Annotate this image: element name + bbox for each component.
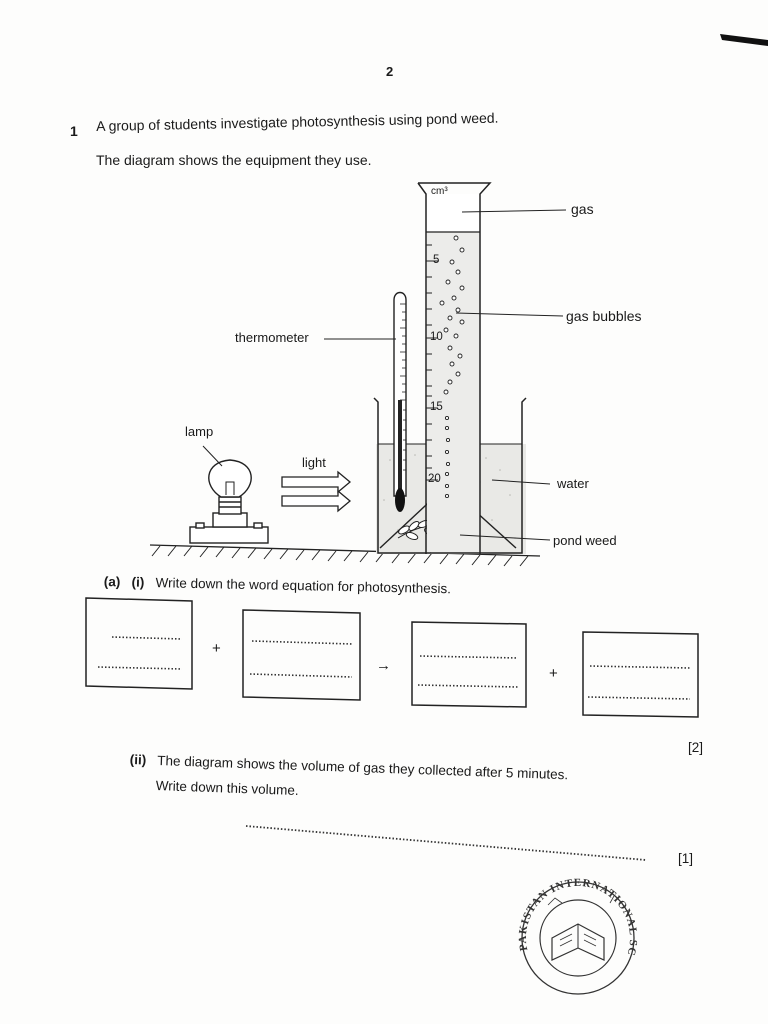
equation-arrow: → — [376, 657, 391, 674]
label-thermometer: thermometer — [235, 330, 309, 345]
label-leader-lines — [324, 209, 567, 541]
answer-boxes — [85, 597, 699, 718]
lamp-icon — [189, 459, 269, 544]
equation-plus-2: + — [549, 665, 558, 682]
scale-label-20: 20 — [428, 473, 441, 485]
label-lamp: lamp — [185, 424, 214, 439]
marks-a-i: [2] — [688, 740, 704, 755]
answer-dotted-lines — [97, 636, 691, 700]
measuring-cylinder — [417, 182, 492, 554]
label-gas: gas — [571, 201, 594, 217]
marks-a-ii: [1] — [678, 851, 694, 866]
equation-plus-1: + — [212, 640, 221, 657]
light-arrows — [281, 470, 352, 513]
scale-label-15: 15 — [430, 401, 443, 413]
part-a-label: (a) — [103, 574, 121, 590]
question-intro: The diagram shows the equipment they use… — [96, 152, 372, 168]
label-light: light — [302, 455, 326, 470]
thermometer-icon — [393, 291, 407, 512]
question-number: 1 — [70, 123, 78, 139]
scale-label-5: 5 — [433, 254, 440, 266]
part-ii-label: (ii) — [129, 752, 147, 768]
answer-line-ii — [245, 825, 647, 861]
scale-label-10: 10 — [430, 331, 443, 343]
bench — [149, 544, 541, 567]
part-i-label: (i) — [131, 574, 145, 590]
page-number: 2 — [386, 64, 394, 79]
label-gas-bubbles: gas bubbles — [566, 308, 642, 324]
cylinder-unit-label: cm³ — [431, 186, 448, 197]
label-pond-weed: pond weed — [553, 533, 617, 548]
label-water: water — [557, 476, 589, 491]
